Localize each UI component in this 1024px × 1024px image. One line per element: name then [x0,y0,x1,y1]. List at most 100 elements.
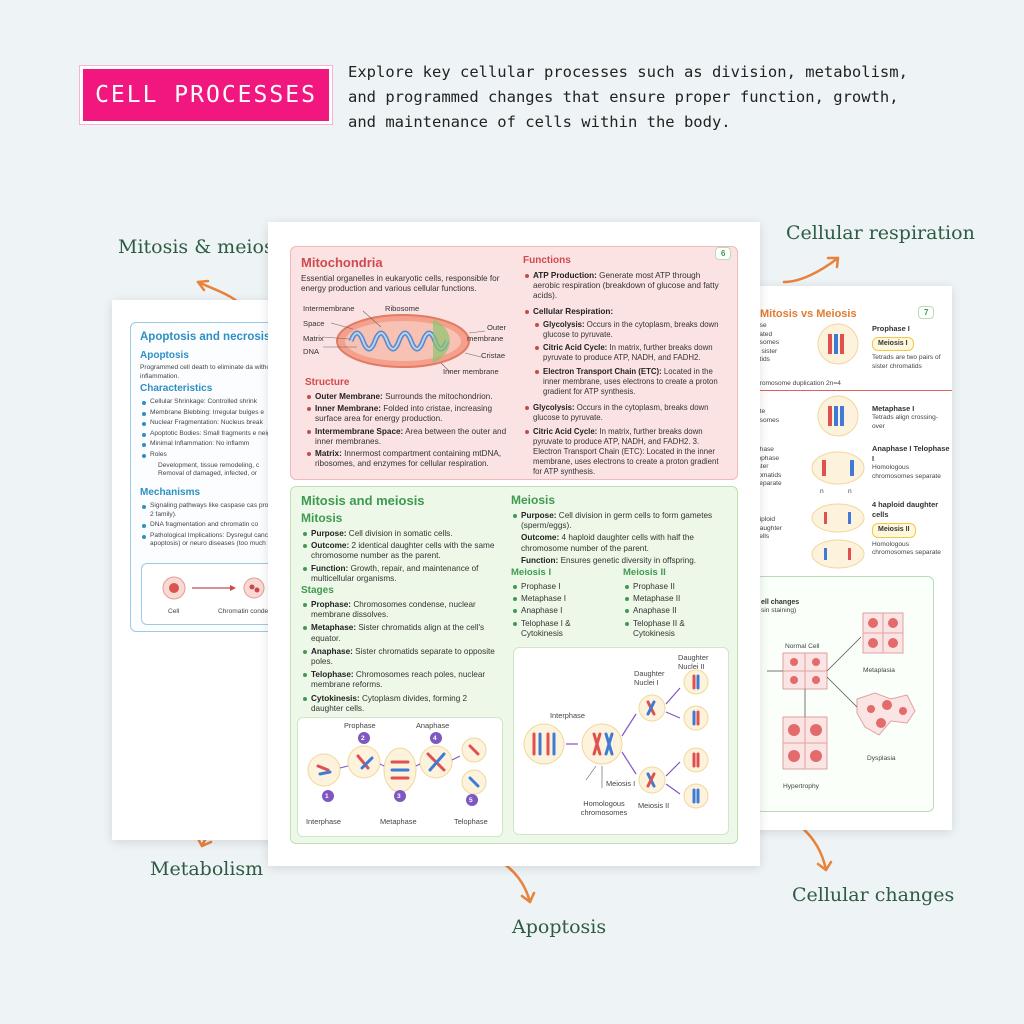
arrow-apoptosis-head [520,891,536,904]
meiosis-heading: Meiosis [511,493,556,507]
list-item: Prophase: Chromosomes condense, nuclear … [301,600,501,620]
characteristics-list: Cellular Shrinkage: Controlled shrink Me… [140,398,312,479]
divider [756,390,952,391]
term: Citric Acid Cycle: [543,343,608,353]
mito-desc: Essential organelles in eukaryotic cells… [301,274,500,294]
list-item: Citric Acid Cycle: In matrix, further br… [523,427,729,478]
desc: In matrix, further breaks down pyruvate … [533,426,719,477]
stage-name: Prophase I [872,324,910,333]
normal-cell-label: Normal Cell [785,643,820,650]
desc: Located in the inner membrane, uses elec… [543,366,718,397]
step-number: 4 [433,735,437,742]
list-item: Roles [140,451,312,460]
mitosis-cells [307,732,487,806]
list-item: Function: Ensures genetic diversity in o… [511,556,729,566]
stage-prophase-1: Prophase I Meiosis I Tetrads are two pai… [872,324,950,372]
label-daughter-2: Daughter Nuclei II [678,653,709,671]
list-item: Matrix: Innermost compartment containing… [305,449,515,469]
text-fragment: ase [756,322,767,329]
list-item: Prophase I [511,582,611,592]
mitosis-col-text: ase cated osomes o sister atids [756,322,796,365]
step-number: 2 [361,735,365,742]
structure-heading: Structure [305,377,350,388]
stages-heading: Stages [301,585,334,596]
list-item: Metaphase II [623,594,723,604]
meiosis-2-list: Prophase II Metaphase II Anaphase II Tel… [623,582,723,641]
list-item: Cellular Shrinkage: Controlled shrink [140,398,312,407]
stages-list: Prophase: Chromosomes condense, nuclear … [301,600,501,716]
list-item: Purpose: Cell division in somatic cells. [301,529,501,539]
roles-list: Development, tissue remodeling, c Remova… [140,462,312,479]
desc: Occurs in the cytoplasm, breaks down glu… [533,403,709,423]
label-cellular-changes: Cellular changes [792,884,955,906]
label-ribosome: Ribosome [385,304,420,313]
desc: Surrounds the mitochondrion. [382,392,493,401]
desc: Occurs in the cytoplasm, breaks down glu… [543,319,719,340]
mitochondria-section: 6 Mitochondria Essential organelles in e… [290,246,738,480]
desc: Cell division in germ cells to form game… [521,511,713,531]
mitosis-list: Purpose: Cell division in somatic cells.… [301,529,501,586]
desc: Growth, repair, and maintenance of multi… [311,563,479,583]
text-fragment: phase [756,446,774,453]
text-fragment: daughter [756,524,783,532]
term: Matrix: [315,449,342,459]
term: Intermembrane Space: [315,426,404,436]
mechanisms-heading: Mechanisms [140,487,201,498]
term: Metaphase: [311,623,357,633]
meiosis-1-list: Prophase I Metaphase I Anaphase I Teloph… [511,582,611,641]
list-item: Glycolysis: Occurs in the cytoplasm, bre… [523,403,729,423]
term: Prophase: [311,600,352,609]
label-prophase: Prophase [344,721,376,730]
list-item: Telophase: Chromosomes reach poles, nucl… [301,670,501,690]
left-title: Apoptosis and necrosis [140,331,271,343]
meiosis-2-heading: Meiosis II [623,567,666,578]
mitosis-col-text-3: phase lophase ister romatids separate [756,446,782,489]
meiosis-1-heading: Meiosis I [511,567,552,578]
hypertrophy-label: Hypertrophy [783,783,819,790]
meiosis-cells [523,669,709,809]
step-number: 5 [469,797,473,804]
page-number: 6 [715,247,732,260]
changes-subtitle: sin staining) [761,607,797,614]
label-metabolism: Metabolism [150,858,264,880]
meiosis-tag: Meiosis II [872,523,916,538]
list-item: Membrane Blebbing: Irregular bulges e [140,409,312,418]
mitosis-col-text-4: diploid daughter cells [756,516,782,542]
functions-heading: Functions [523,255,571,266]
desc: Folded into cristae, increasing surface … [315,404,493,424]
meiosis-cells [811,323,865,569]
label-anaphase: Anaphase [416,721,450,730]
respiration-sublist: Glycolysis: Occurs in the cytoplasm, bre… [523,320,729,397]
label-outer: Outer [487,323,506,332]
desc: Cytoplasm divides, forming 2 daughter ce… [311,693,468,713]
list-item: Intermembrane Space: Area between the ou… [305,427,515,447]
arrow-changes-head [816,860,833,872]
term: Purpose: [521,511,557,520]
desc: Chromosomes condense, nuclear membrane d… [311,600,476,620]
list-item: Pathological Implications: Dysregul canc… [140,532,312,549]
page-number: 7 [918,306,935,319]
label-membrane: membrane [467,334,504,343]
mitosis-meiosis-section: Mitosis and meiosis Mitosis Purpose: Cel… [290,486,738,844]
text-fragment: cated [756,330,773,338]
term: Function: [311,563,349,573]
list-item: Signaling pathways like caspase cas prot… [140,502,312,519]
list-item: Citric Acid Cycle: In matrix, further br… [533,343,729,363]
desc: Sister chromatids align at the cell's eq… [311,623,485,643]
label-mitosis-meiosis: Mitosis & meiosis [118,236,290,258]
meiosis-tag: Meiosis I [872,337,914,352]
list-item: Cellular Respiration: [523,307,729,317]
diagram-label-chromatin: Chromatin condens [218,608,276,615]
text-fragment: diploid [756,516,776,523]
label-daughter-1: Daughter Nuclei I [634,669,665,687]
desc: 4 haploid daughter cells with half the c… [521,533,694,553]
text-fragment: romatids [756,471,782,479]
list-item: Development, tissue remodeling, c [158,461,260,469]
label-meiosis-2: Meiosis II [638,801,670,810]
text-fragment: atids [756,356,770,364]
arrow-mitosis-head [196,279,210,292]
mm-title: Mitosis and meiosis [301,493,425,508]
list-item: Minimal Inflammation: No inflamm [140,440,312,449]
label-interphase: Interphase [550,711,585,720]
list-item: Anaphase: Sister chromatids separate to … [301,647,501,667]
